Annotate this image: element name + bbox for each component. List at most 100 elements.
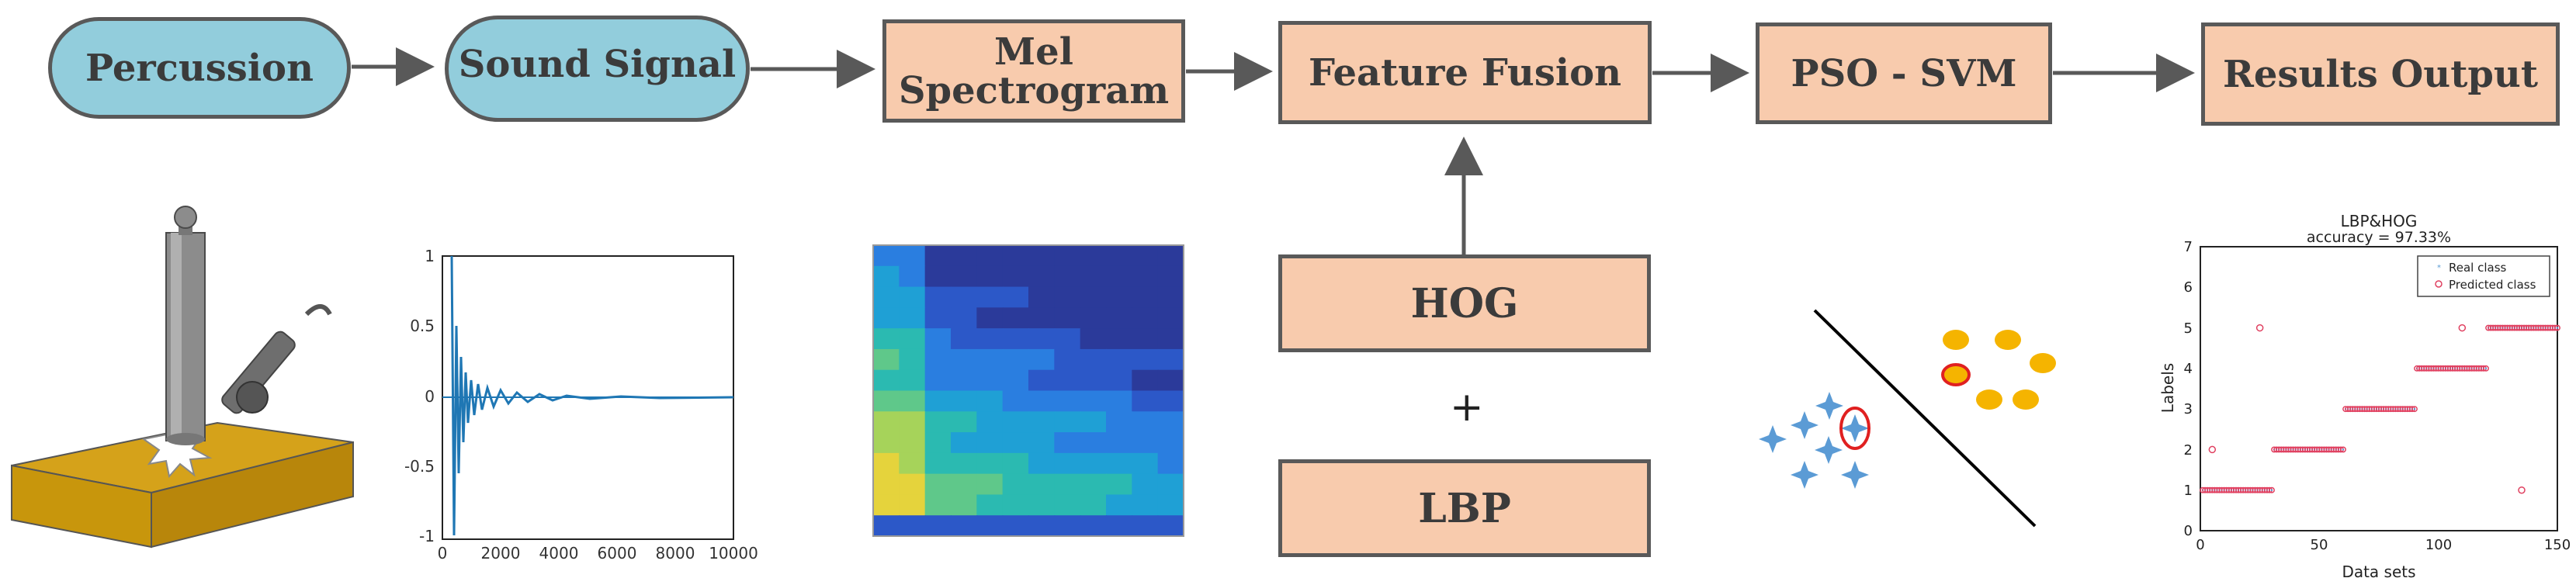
heatmap-cell [924,307,952,330]
heatmap-cell [1002,432,1029,454]
heatmap-cell [976,390,1004,413]
heatmap-cell [1028,286,1056,309]
predicted-class-point [2411,406,2418,413]
heatmap-cell [1028,307,1056,330]
predicted-class-point [2554,324,2560,331]
heatmap-cell [1028,494,1056,517]
heatmap-cell [924,328,952,350]
heatmap-cell [1132,265,1159,288]
heatmap-cell [873,432,900,454]
results-output-node: Results Output [2201,22,2560,126]
heatmap-cell [951,515,978,537]
heatmap-cell [1157,328,1184,350]
heatmap-cell [1054,245,1081,267]
heatmap-cell [873,452,900,475]
heatmap-cell [1028,369,1056,392]
heatmap-cell [1157,473,1184,496]
heatmap-cell [1080,307,1107,330]
heatmap-cell [1106,328,1133,350]
heatmap-cell [1002,411,1029,434]
feature-fusion-node: Feature Fusion [1278,21,1652,124]
heatmap-cell [1157,494,1184,517]
predicted-outlier-point [2255,324,2264,332]
results-ytick: 4 [2184,361,2193,377]
predicted-class-point [2483,365,2489,372]
heatmap-cell [1157,452,1184,475]
waveform-ytick: 0.5 [410,317,435,335]
heatmap-cell [1106,494,1133,517]
heatmap-cell [1157,286,1184,309]
heatmap-cell [951,286,978,309]
heatmap-cell [873,348,900,371]
heatmap-cell [1080,452,1107,475]
heatmap-cell [951,369,978,392]
waveform-xtick: 4000 [539,544,579,562]
heatmap-cell [899,432,926,454]
heatmap-cell [924,432,952,454]
predicted-outlier-point [2518,486,2526,494]
heatmap-cell [873,265,900,288]
heatmap-cell [976,348,1004,371]
heatmap-cell [924,348,952,371]
results-output-label: Results Output [2222,52,2538,96]
svm-star-point [1815,436,1843,464]
heatmap-cell [1028,432,1056,454]
heatmap-cell [1106,286,1133,309]
heatmap-cell [1106,245,1133,267]
heatmap-cell [873,494,900,517]
heatmap-cell [976,328,1004,350]
heatmap-cell [976,515,1004,537]
svm-star-point [1841,414,1869,442]
heatmap-cell [1054,328,1081,350]
heatmap-cell [924,245,952,267]
heatmap-cell [873,473,900,496]
heatmap-cell [1002,494,1029,517]
results-ytick: 2 [2184,442,2193,459]
heatmap-cell [1106,411,1133,434]
svm-illustration [1759,309,2056,528]
heatmap-cell [1054,286,1081,309]
svm-star-point [1815,392,1843,420]
heatmap-cell [951,473,978,496]
predicted-class-point [2340,446,2346,453]
heatmap-cell [1157,432,1184,454]
heatmap-cell [899,369,926,392]
lbp-label: LBP [1418,484,1511,532]
heatmap-cell [1080,473,1107,496]
results-chart: * [2200,246,2560,531]
waveform-xtick: 10000 [709,544,758,562]
mel-spectrogram-heatmap [873,245,1184,537]
heatmap-cell [873,515,900,537]
pso-svm-node: PSO - SVM [1756,22,2052,124]
heatmap-cell [1054,432,1081,454]
heatmap-cell [1002,307,1029,330]
results-ytick: 5 [2184,320,2193,337]
results-title: LBP&HOG [2341,212,2418,230]
heatmap-cell [1106,348,1133,371]
heatmap-cell [873,307,900,330]
waveform-axes: 1 0.5 0 -0.5 -1 0 2000 4000 6000 8000 10… [404,247,758,562]
results-xtick: 100 [2425,537,2452,553]
svg-text:*: * [2437,264,2441,272]
heatmap-cell [873,328,900,350]
heatmap-cell [899,265,926,288]
heatmap-cell [976,494,1004,517]
heatmap-cell [1080,494,1107,517]
mel-spectrogram-node: Mel Spectrogram [882,19,1185,123]
heatmap-cell [1080,411,1107,434]
heatmap-cell [1132,245,1159,267]
results-ytick: 0 [2184,523,2193,539]
heatmap-cell [924,473,952,496]
heatmap-cell [1157,515,1184,537]
heatmap-cell [899,328,926,350]
heatmap-cell [1132,432,1159,454]
mel-label-line1: Mel [994,29,1073,74]
heatmap-cell [1054,494,1081,517]
heatmap-cell [1157,348,1184,371]
heatmap-cell [924,515,952,537]
heatmap-cell [1132,411,1159,434]
waveform-xtick: 0 [438,544,448,562]
real-class-point [2484,367,2488,370]
results-xtick: 0 [2196,537,2204,553]
heatmap-cell [1028,473,1056,496]
